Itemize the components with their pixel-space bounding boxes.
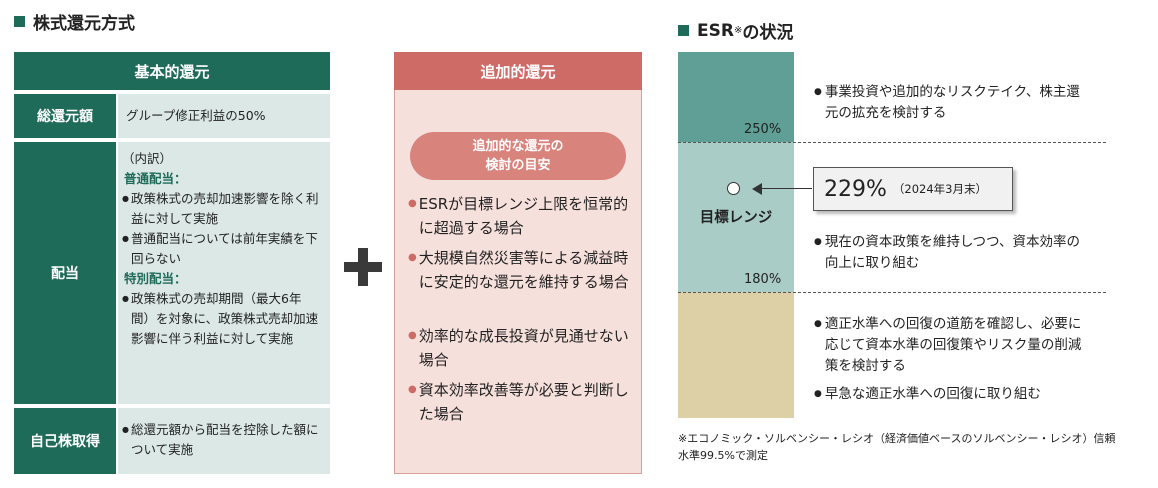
right-heading: ESR ※ の状況 — [678, 18, 793, 43]
arrow-line — [760, 188, 812, 189]
bullet-icon: ● — [814, 237, 822, 247]
esr-band-above — [678, 52, 794, 142]
additional-item-3: 効率的な成長投資が見通せない場合 — [418, 327, 629, 369]
pill-line-2: 検討の目安 — [485, 158, 551, 173]
list-item: ● 資本効率改善等が必要と判断した場合 — [408, 378, 634, 426]
total-return-text: グループ修正利益の50% — [126, 108, 266, 123]
lower-bound-line — [678, 292, 1106, 293]
additional-item-1: ESRが目標レンジ上限を恒常的に超過する場合 — [418, 195, 629, 237]
bullet-icon: ● — [408, 252, 417, 263]
list-item: ● 政策株式の売却期間（最大6年間）を対象に、政策株式売却加速影響に伴う利益に対… — [122, 289, 320, 349]
additional-return-pill: 追加的な還元の 検討の目安 — [410, 132, 626, 180]
bullet-icon: ● — [122, 234, 129, 243]
square-bullet-icon — [14, 16, 25, 27]
bullet-icon: ● — [814, 87, 822, 97]
buyback-item-1: 総還元額から配当を控除した額について実施 — [130, 422, 319, 457]
esr-footnote: ※エコノミック・ソルベンシー・レシオ（経済価値ベースのソルベンシー・レシオ）信頼… — [678, 432, 1116, 462]
upper-bound-line — [678, 142, 1106, 143]
right-heading-rest: の状況 — [742, 23, 794, 43]
list-item: ● ESRが目標レンジ上限を恒常的に超過する場合 — [408, 192, 634, 240]
right-heading-main: ESR — [697, 20, 734, 41]
esr-within-text: ● 現在の資本政策を維持しつつ、資本効率の向上に取り組む — [814, 232, 1084, 274]
esr-below-item-2: 早急な適正水準への回復に取り組む — [824, 386, 1041, 402]
pill-line-1: 追加的な還元の — [472, 139, 564, 154]
list-item: ● 政策株式の売却加速影響を除く利益に対して実施 — [122, 189, 320, 229]
bullet-icon: ● — [122, 194, 129, 203]
current-position-marker — [727, 182, 740, 195]
left-heading: 株式還元方式 — [14, 9, 135, 34]
dividend-cell: （内訳） 普通配当： ● 政策株式の売却加速影響を除く利益に対して実施 ● 普通… — [118, 142, 330, 404]
plus-icon — [344, 248, 382, 286]
dividend-breakdown: （内訳） — [122, 151, 173, 166]
current-esr-box: 229% （2024年3月末） — [813, 167, 1013, 211]
additional-item-2: 大規模自然災害等による減益時に安定的な還元を維持する場合 — [418, 249, 629, 291]
bullet-icon: ● — [814, 319, 822, 329]
esr-below-text: ● 適正水準への回復の道筋を確認し、必要に応じて資本水準の回復策やリスク量の削減… — [814, 314, 1084, 405]
ordinary-item-2: 普通配当については前年実績を下回らない — [130, 231, 318, 266]
buyback-label: 自己株取得 — [14, 408, 116, 474]
esr-within-item: 現在の資本政策を維持しつつ、資本効率の向上に取り組む — [824, 234, 1081, 271]
esr-band-below — [678, 292, 794, 418]
ordinary-item-1: 政策株式の売却加速影響を除く利益に対して実施 — [130, 191, 319, 226]
lower-bound-label: 180% — [744, 272, 782, 287]
bullet-icon: ● — [122, 294, 129, 303]
total-return-cell: グループ修正利益の50% — [118, 94, 330, 138]
special-item-1: 政策株式の売却期間（最大6年間）を対象に、政策株式売却加速影響に伴う利益に対して… — [130, 291, 319, 346]
ordinary-dividend-title: 普通配当： — [124, 171, 187, 186]
arrow-left-icon — [752, 183, 762, 195]
bullet-icon: ● — [814, 389, 822, 399]
esr-above-text: ● 事業投資や追加的なリスクテイク、株主還元の拡充を検討する — [814, 82, 1084, 124]
total-return-label: 総還元額 — [14, 94, 116, 138]
bullet-icon: ● — [408, 198, 417, 209]
target-range-label: 目標レンジ — [699, 210, 773, 226]
square-bullet-icon — [678, 25, 689, 36]
list-item: ● 総還元額から配当を控除した額について実施 — [122, 420, 320, 460]
special-dividend-title: 特別配当： — [124, 271, 187, 286]
bullet-icon: ● — [408, 384, 417, 395]
right-heading-mark: ※ — [733, 25, 743, 36]
additional-item-4: 資本効率改善等が必要と判断した場合 — [418, 381, 629, 423]
dividend-label: 配当 — [14, 142, 116, 404]
list-item: ● 効率的な成長投資が見通せない場合 — [408, 324, 634, 372]
buyback-cell: ● 総還元額から配当を控除した額について実施 — [118, 408, 330, 474]
esr-band-target — [678, 142, 794, 292]
esr-above-item: 事業投資や追加的なリスクテイク、株主還元の拡充を検討する — [824, 84, 1080, 121]
esr-below-item-1: 適正水準への回復の道筋を確認し、必要に応じて資本水準の回復策やリスク量の削減策を… — [824, 316, 1082, 374]
bullet-icon: ● — [122, 425, 129, 434]
basic-return-header: 基本的還元 — [14, 52, 330, 90]
additional-return-header: 追加的還元 — [394, 52, 642, 90]
current-esr-value: 229% — [824, 176, 887, 202]
list-item: ● 大規模自然災害等による減益時に安定的な還元を維持する場合 — [408, 246, 634, 294]
current-esr-date: （2024年3月末） — [892, 182, 987, 196]
upper-bound-label: 250% — [744, 122, 782, 137]
bullet-icon: ● — [408, 330, 417, 341]
list-item: ● 普通配当については前年実績を下回らない — [122, 229, 320, 269]
left-heading-text: 株式還元方式 — [33, 14, 135, 34]
